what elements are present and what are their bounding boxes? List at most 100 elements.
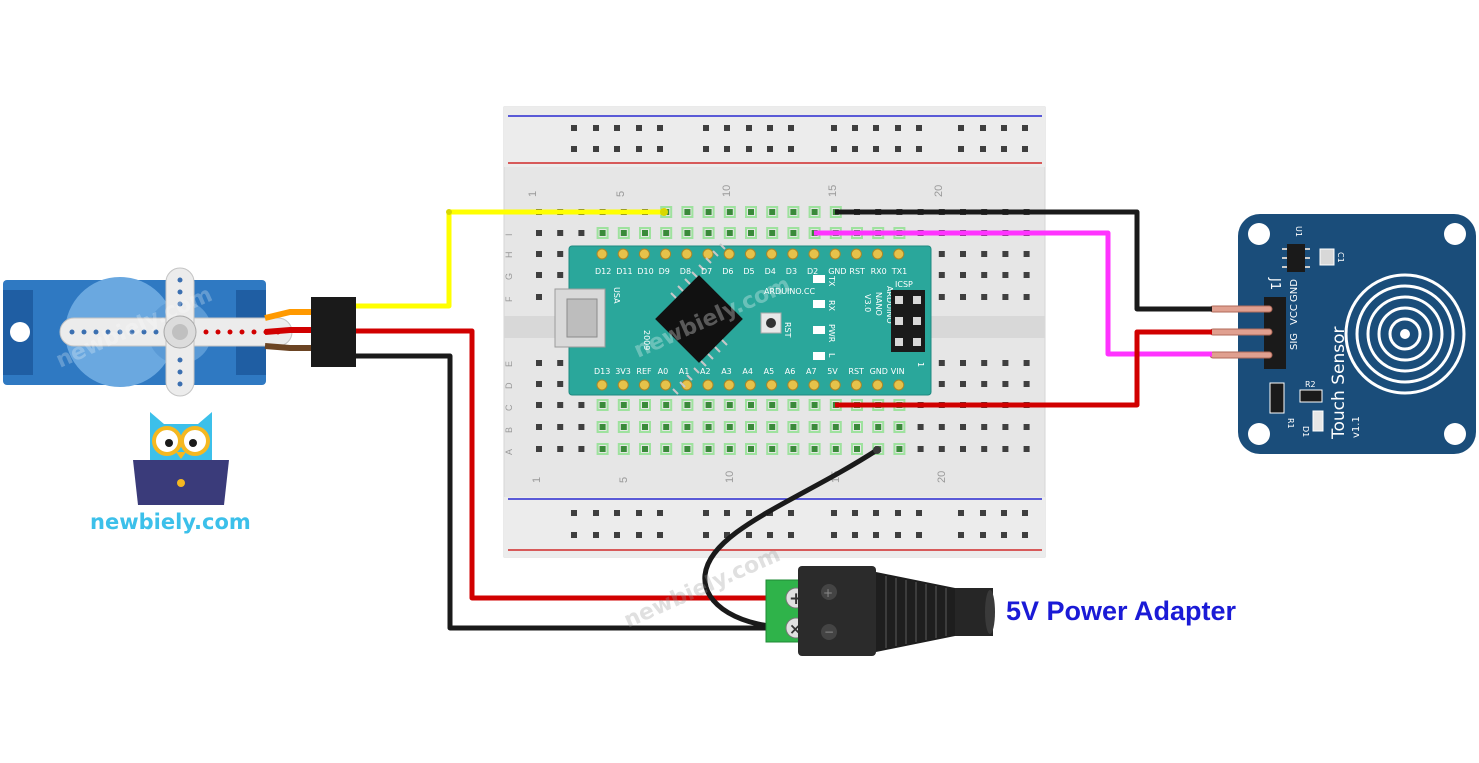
part-c1-label: C1 bbox=[1336, 252, 1345, 263]
rail-hole bbox=[593, 146, 599, 152]
rail-hole bbox=[703, 125, 709, 131]
wire-magenta-sensor-signal bbox=[814, 230, 1212, 357]
part-u1-label: U1 bbox=[1294, 226, 1303, 237]
breadboard-hole bbox=[536, 381, 542, 387]
breadboard-hole bbox=[1023, 360, 1030, 366]
row-letter-c: C bbox=[504, 404, 514, 411]
rail-bottom-holes bbox=[571, 510, 1028, 538]
rail-hole bbox=[657, 146, 663, 152]
breadboard-hole bbox=[748, 402, 754, 408]
bottom-pin-label: 3V3 bbox=[615, 367, 631, 376]
breadboard-hole bbox=[1002, 294, 1009, 300]
breadboard-hole bbox=[620, 230, 627, 236]
row-letter-d: D bbox=[504, 382, 514, 389]
arduino-brand-text: ARDUINO.CC bbox=[764, 287, 815, 296]
rail-hole bbox=[571, 146, 577, 152]
breadboard-hole bbox=[960, 251, 966, 257]
wires bbox=[356, 208, 1212, 631]
breadboard-hole bbox=[684, 424, 691, 430]
led-rx-label: RX bbox=[827, 300, 836, 312]
breadboard-hole bbox=[960, 424, 966, 430]
breadboard-hole bbox=[536, 251, 542, 257]
rail-hole bbox=[831, 532, 837, 538]
col-num-5-top: 5 bbox=[615, 191, 627, 197]
nano-top-pin bbox=[808, 248, 820, 260]
microcontroller-chip bbox=[655, 243, 743, 395]
breadboard-hole bbox=[536, 402, 542, 408]
pin-sig-label: SIG bbox=[1289, 333, 1300, 350]
rail-hole bbox=[593, 532, 599, 538]
icsp-header: ICSP 1 bbox=[891, 280, 925, 367]
breadboard-hole bbox=[748, 446, 754, 452]
breadboard-hole bbox=[854, 424, 860, 430]
breadboard-hole bbox=[938, 381, 945, 387]
breadboard-hole bbox=[642, 402, 648, 408]
rail-hole bbox=[852, 510, 858, 516]
rail-hole bbox=[852, 125, 858, 131]
breadboard-hole bbox=[705, 446, 712, 452]
bottom-pin-label: RST bbox=[848, 367, 864, 376]
breadboard-hole bbox=[578, 402, 585, 408]
breadboard-hole bbox=[684, 209, 691, 215]
row-letter-i: I bbox=[504, 233, 514, 236]
breadboard-hole bbox=[663, 446, 670, 452]
year-text: 2009 bbox=[642, 330, 651, 350]
wire-black-servo-ground bbox=[356, 353, 796, 631]
breadboard-hole bbox=[832, 446, 839, 452]
rail-hole bbox=[657, 510, 663, 516]
rail-hole bbox=[614, 146, 620, 152]
col-num-10-top: 10 bbox=[721, 185, 733, 197]
led-l-label: L bbox=[827, 353, 836, 358]
rail-hole bbox=[746, 510, 752, 516]
breadboard-hole bbox=[536, 446, 542, 452]
rail-hole bbox=[614, 532, 620, 538]
rail-hole bbox=[895, 510, 901, 516]
nano-top-pin bbox=[893, 248, 905, 260]
bottom-pin-label: A1 bbox=[679, 367, 690, 376]
breadboard-hole bbox=[938, 360, 945, 366]
indicator-led-d1 bbox=[1312, 410, 1324, 432]
top-pin-label: TX1 bbox=[891, 267, 907, 276]
rail-hole bbox=[724, 125, 730, 131]
breadboard-hole bbox=[705, 402, 712, 408]
breadboard-hole bbox=[663, 424, 670, 430]
rail-hole bbox=[571, 125, 577, 131]
rail-hole bbox=[980, 510, 986, 516]
rail-hole bbox=[916, 532, 922, 538]
breadboard-hole bbox=[726, 402, 733, 408]
breadboard-hole bbox=[536, 230, 542, 236]
arduino-nano: USA 2009 ARDUINO.CC RST TX RX PWR L ARDU… bbox=[554, 243, 932, 396]
breadboard-hole bbox=[790, 230, 797, 236]
nano-bottom-pin bbox=[808, 379, 820, 391]
nano-bottom-pin bbox=[702, 379, 714, 391]
touch-sensor-module: U1 C1 J1 SIG VCC GND R1 R2 D1 Touch Sens… bbox=[1209, 214, 1476, 454]
nano-bottom-pin bbox=[829, 379, 841, 391]
breadboard-hole bbox=[769, 230, 776, 236]
breadboard-hole bbox=[1002, 251, 1009, 257]
breadboard-hole bbox=[684, 446, 691, 452]
breadboard-hole bbox=[1002, 381, 1009, 387]
rail-hole bbox=[614, 125, 620, 131]
resistor-r1 bbox=[1269, 382, 1285, 414]
breadboard-hole bbox=[1023, 272, 1030, 278]
rail-hole bbox=[746, 125, 752, 131]
col-num-20-bottom: 20 bbox=[936, 471, 948, 483]
touch-sensor-version: v1.1 bbox=[1351, 416, 1362, 438]
breadboard-hole bbox=[1023, 424, 1030, 430]
led-rx bbox=[813, 300, 825, 308]
breadboard-hole bbox=[960, 294, 966, 300]
rail-hole bbox=[636, 532, 642, 538]
breadboard-hole bbox=[748, 424, 754, 430]
top-pin-label: D11 bbox=[616, 267, 632, 276]
bottom-pin-label: A7 bbox=[806, 367, 817, 376]
breadboard-hole bbox=[726, 230, 733, 236]
resistor-r2 bbox=[1299, 389, 1323, 403]
jack-body bbox=[798, 566, 876, 656]
breadboard-hole bbox=[960, 360, 966, 366]
rail-hole bbox=[788, 125, 794, 131]
rail-hole bbox=[831, 125, 837, 131]
rail-hole bbox=[703, 510, 709, 516]
bottom-pin-label: 5V bbox=[827, 367, 838, 376]
breadboard-hole bbox=[938, 294, 945, 300]
